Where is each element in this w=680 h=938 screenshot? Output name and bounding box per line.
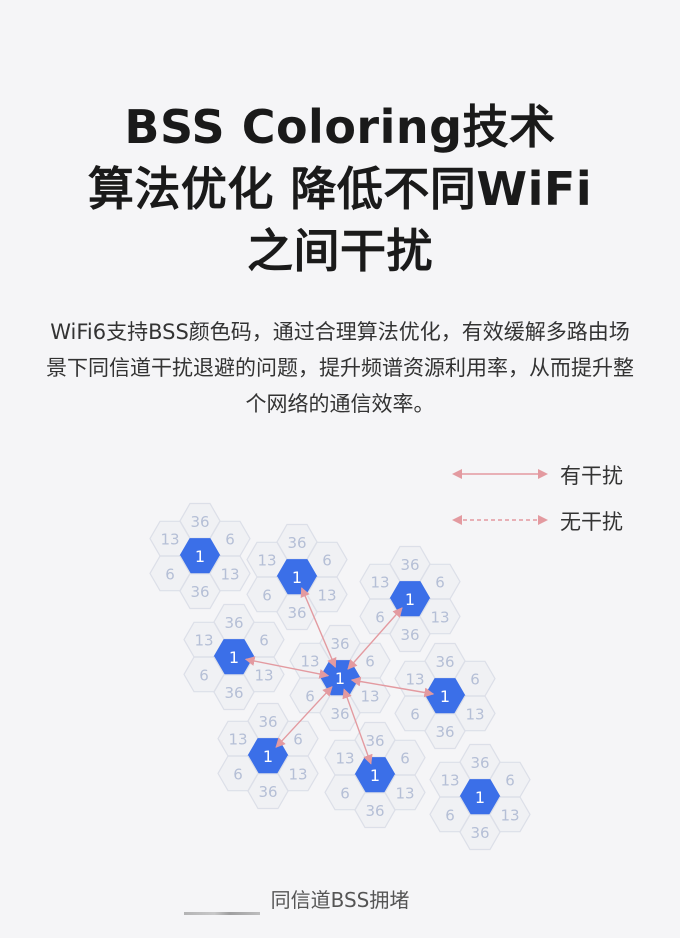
hex-label: 13 (500, 806, 519, 824)
hex-label: 36 (435, 723, 454, 741)
hex-label: 13 (228, 731, 247, 749)
hex-label: 6 (410, 705, 420, 723)
hex-label: 1 (263, 747, 273, 766)
hex-label: 6 (400, 750, 410, 768)
hex-label: 6 (262, 586, 272, 604)
interference-arrow (244, 656, 330, 679)
hex-label: 6 (233, 765, 243, 783)
hex-label: 13 (370, 574, 389, 592)
hex-label: 36 (330, 705, 349, 723)
hex-label: 36 (330, 635, 349, 653)
hex-label: 36 (435, 653, 454, 671)
legend-interference: 有干扰 (450, 458, 650, 504)
hex-label: 13 (220, 565, 239, 583)
interference-arrow (342, 688, 373, 765)
hex-label: 13 (440, 772, 459, 790)
hex-label: 6 (293, 731, 303, 749)
hex-label: 6 (322, 552, 332, 570)
hex-label: 13 (465, 705, 484, 723)
hex-label: 1 (195, 547, 205, 566)
hex-label: 1 (440, 687, 450, 706)
hex-label: 6 (445, 806, 455, 824)
title-line-2: 算法优化 降低不同WiFi (87, 162, 593, 216)
hex-label: 36 (287, 604, 306, 622)
hex-label: 36 (258, 713, 277, 731)
hex-label: 1 (370, 766, 380, 785)
hex-label: 36 (400, 556, 419, 574)
hex-label: 6 (165, 565, 175, 583)
dashed-arrow-icon (452, 515, 548, 525)
hex-label: 36 (470, 824, 489, 842)
hex-label: 1 (475, 788, 485, 807)
legend-no-interference: 无干扰 (450, 504, 650, 550)
hex-label: 6 (340, 784, 350, 802)
interference-arrow (347, 607, 403, 670)
hex-label: 13 (360, 687, 379, 705)
hex-cell (424, 713, 466, 750)
interference-arrow (350, 676, 435, 698)
hex-label: 36 (190, 583, 209, 601)
hex-label: 36 (287, 534, 306, 552)
hex-label: 6 (259, 632, 269, 650)
hex-label: 6 (375, 608, 385, 626)
interference-arrow (300, 587, 337, 668)
hex-label: 13 (395, 784, 414, 802)
hex-cell (213, 674, 255, 711)
hex-label: 1 (405, 590, 415, 609)
legend-interference-label: 有干扰 (560, 464, 623, 488)
hex-label: 36 (224, 684, 243, 702)
hex-label: 13 (257, 552, 276, 570)
hex-label: 6 (505, 772, 515, 790)
hex-label: 13 (317, 586, 336, 604)
hex-label: 6 (365, 653, 375, 671)
title-line-1: BSS Coloring技术 (124, 100, 556, 154)
hex-label: 13 (288, 765, 307, 783)
hex-label: 36 (470, 754, 489, 772)
hex-label: 13 (194, 632, 213, 650)
interference-arrow (275, 686, 333, 748)
legend: 有干扰 无干扰 (450, 458, 650, 550)
hex-label: 36 (190, 513, 209, 531)
hex-label: 36 (365, 732, 384, 750)
hex-label: 13 (430, 608, 449, 626)
hex-label: 6 (470, 671, 480, 689)
hex-label: 1 (229, 648, 239, 667)
title-line-3: 之间干扰 (247, 224, 433, 278)
decorative-line (184, 912, 260, 915)
hex-label: 6 (435, 574, 445, 592)
hex-label: 36 (258, 783, 277, 801)
hex-label: 6 (305, 687, 315, 705)
description-text: WiFi6支持BSS颜色码，通过合理算法优化，有效缓解多路由场景下同信道干扰退避… (46, 320, 634, 416)
solid-arrow-icon (452, 469, 548, 479)
hex-label: 13 (160, 531, 179, 549)
hex-label: 13 (254, 666, 273, 684)
hex-label: 6 (199, 666, 209, 684)
hex-label: 13 (405, 671, 424, 689)
hex-cell (459, 814, 501, 851)
hex-cell (354, 792, 396, 829)
hex-label: 36 (224, 614, 243, 632)
hex-label: 13 (335, 750, 354, 768)
hex-label: 1 (292, 568, 302, 587)
legend-no-interference-label: 无干扰 (560, 510, 623, 534)
hex-cell (179, 573, 221, 610)
hex-cell (247, 773, 289, 810)
hex-label: 1 (335, 669, 345, 688)
hex-label: 13 (300, 653, 319, 671)
hex-label: 36 (400, 626, 419, 644)
diagram-caption: 同信道BSS拥堵 (270, 888, 410, 912)
hex-label: 36 (365, 802, 384, 820)
page-title: BSS Coloring技术 算法优化 降低不同WiFi 之间干扰 (0, 96, 680, 282)
hex-label: 6 (225, 531, 235, 549)
